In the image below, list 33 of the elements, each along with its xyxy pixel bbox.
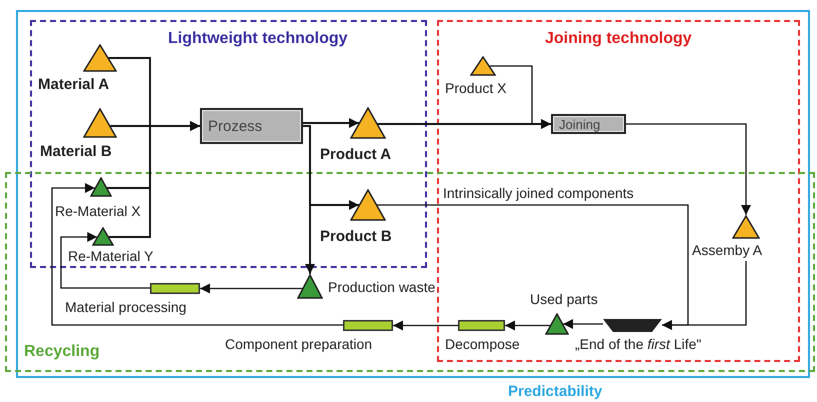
process-box: Joining: [551, 114, 626, 134]
node-label: Material processing: [65, 299, 186, 316]
node-label: Product B: [320, 228, 392, 245]
arrow: [393, 320, 458, 330]
arrow: [60, 232, 150, 289]
arrow: [200, 284, 302, 294]
region-heading: Joining technology: [545, 29, 692, 48]
arrow: [51, 183, 343, 326]
arrow: [303, 125, 315, 274]
arrow: [563, 319, 603, 329]
node-label: Assemby A: [692, 242, 762, 259]
edge-label: Intrinsically joined components: [441, 185, 636, 202]
node-label: Material B: [40, 143, 112, 160]
region-heading: Predictability: [508, 382, 602, 401]
arrow: [626, 123, 751, 215]
node-label: Used parts: [530, 291, 598, 308]
node-label: Component preparation: [225, 336, 372, 353]
node-label: Re-Material Y: [68, 248, 154, 265]
arrow: [505, 320, 550, 330]
node-label: Re-Material X: [55, 203, 141, 220]
node-label: „End of the first Life": [575, 336, 702, 353]
node-label: Production waste: [328, 279, 436, 296]
arrow: [377, 204, 689, 330]
node-label: Material A: [38, 76, 110, 93]
node-label: Product X: [445, 80, 506, 97]
node-label: Product A: [320, 146, 392, 163]
arrow: [108, 121, 200, 238]
region-heading: Recycling: [24, 342, 100, 361]
node-label: Decompose: [445, 336, 520, 353]
region-heading: Lightweight technology: [168, 29, 348, 48]
arrow: [303, 118, 359, 128]
process-box: Prozess: [200, 108, 303, 144]
arrow: [490, 65, 551, 129]
